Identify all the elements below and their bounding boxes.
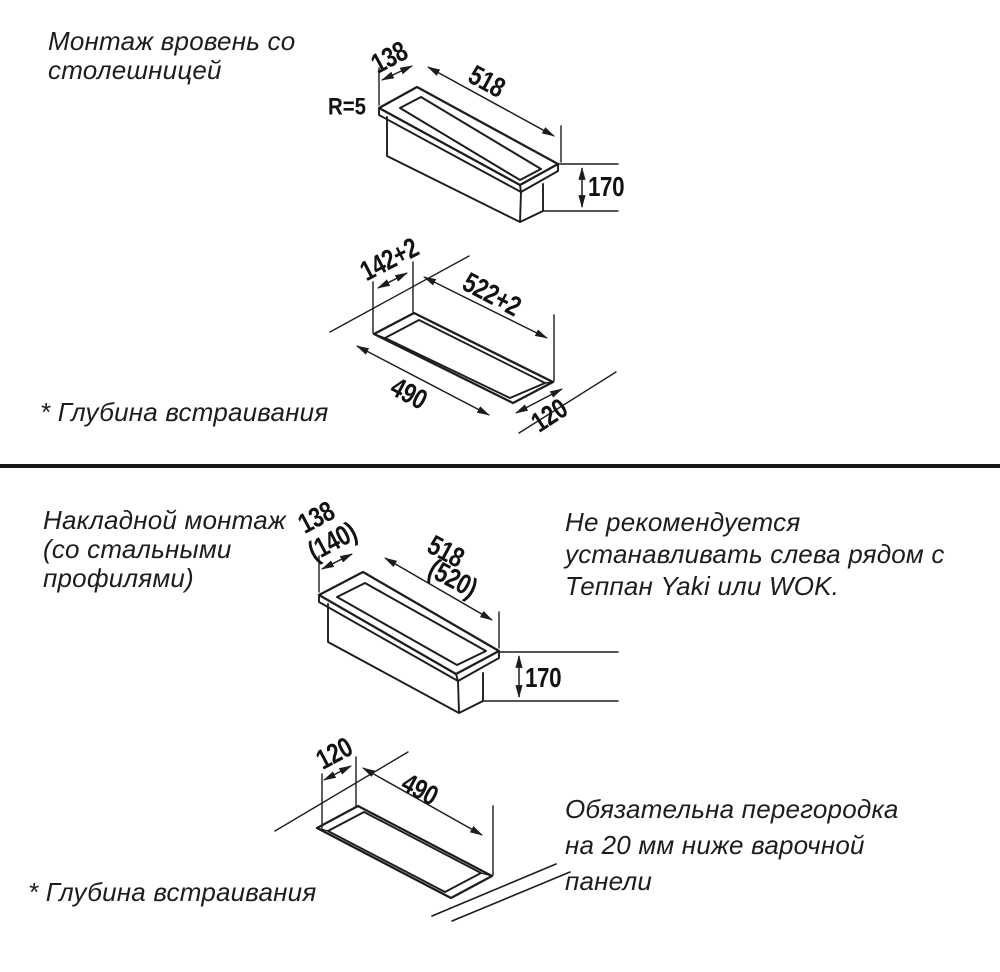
warning-line: Теппан Yaki или WOK. <box>565 571 840 601</box>
partition-line: Обязательна перегородка <box>565 794 899 824</box>
surface-footnote: * Глубина встраивания <box>28 877 316 907</box>
flush-unit-window <box>399 96 542 181</box>
worktop-edge-line <box>329 255 470 333</box>
section-separator <box>0 464 1000 468</box>
surface-title-line: (со стальными <box>43 534 232 564</box>
surface-width-dimension-arrow <box>321 553 353 570</box>
flush-unit-body <box>386 116 544 223</box>
partition-leader-line <box>431 863 557 917</box>
partition-note: Обязательна перегородка на 20 мм ниже ва… <box>565 791 899 899</box>
surface-unit-drawing: 138 (140) 518 (520) 170 <box>293 496 619 714</box>
flush-unit-drawing: 138 518 R=5 170 <box>328 36 625 223</box>
surface-cutout-corner-ticks <box>316 827 493 877</box>
surface-title-line: Накладной монтаж <box>43 505 286 535</box>
flush-cutout-front-label: 490 <box>385 372 432 416</box>
placement-warning-note: Не рекомендуется устанавливать слева ряд… <box>565 506 945 602</box>
flush-length-dimension-arrow <box>427 66 555 137</box>
worktop-edge-line <box>518 371 617 434</box>
surface-cutout-width-label: 120 <box>311 732 358 776</box>
surface-cutout-width-arrow <box>323 765 352 781</box>
surface-title-line: профилями) <box>43 563 194 593</box>
flush-cutout-drawing: 142+2 522+2 490 120 <box>329 232 617 439</box>
flush-cutout-length-arrow <box>423 276 548 339</box>
surface-section-title: Накладной монтаж (со стальными профилями… <box>43 506 286 593</box>
flush-cutout-side-arrow <box>515 388 563 414</box>
flush-section-title: Монтаж вровень со столешницей <box>48 27 295 85</box>
flush-footnote-text: * Глубина встраивания <box>40 397 329 427</box>
flush-cutout-side-label: 120 <box>526 393 573 439</box>
surface-cutout-length-label: 490 <box>396 768 443 812</box>
partition-line: панели <box>565 866 652 896</box>
flush-unit-flange <box>377 85 560 187</box>
surface-footnote-text: * Глубина встраивания <box>28 877 317 907</box>
surface-cutout-outline <box>315 804 494 900</box>
warning-line: устанавливать слева рядом с <box>565 539 945 569</box>
flush-cutout-width-arrow <box>377 272 408 289</box>
flush-corner-radius-label: R=5 <box>328 93 366 120</box>
flush-title-line: столешницей <box>48 55 222 85</box>
surface-cutout-drawing: 120 490 <box>274 732 571 922</box>
surface-unit-height-label: 170 <box>525 663 561 694</box>
flush-cutout-length-label: 522+2 <box>457 267 526 323</box>
surface-length-dimension-arrow <box>384 557 493 621</box>
flush-cutout-front-arrow <box>356 345 490 416</box>
surface-unit-body <box>327 603 484 714</box>
flush-width-dimension-arrow <box>381 65 413 81</box>
flush-unit-flange-lip <box>378 107 559 193</box>
partition-leader-line <box>451 871 571 922</box>
surface-unit-window <box>336 582 487 666</box>
surface-unit-flange-lip <box>318 594 500 682</box>
flush-cutout-corner-ticks <box>373 333 554 384</box>
flush-unit-length-label: 518 <box>463 60 510 105</box>
flush-footnote: * Глубина встраивания <box>40 397 328 427</box>
worktop-edge-line <box>274 751 409 832</box>
warning-line: Не рекомендуется <box>565 507 801 537</box>
flush-unit-width-label: 138 <box>366 36 413 80</box>
flush-unit-height-label: 170 <box>588 172 624 203</box>
partition-line: на 20 мм ниже варочной <box>565 830 865 860</box>
flush-title-line: Монтаж вровень со <box>48 26 296 56</box>
surface-cutout-length-arrow <box>362 767 483 836</box>
surface-cutout-depth-outline <box>327 811 482 893</box>
